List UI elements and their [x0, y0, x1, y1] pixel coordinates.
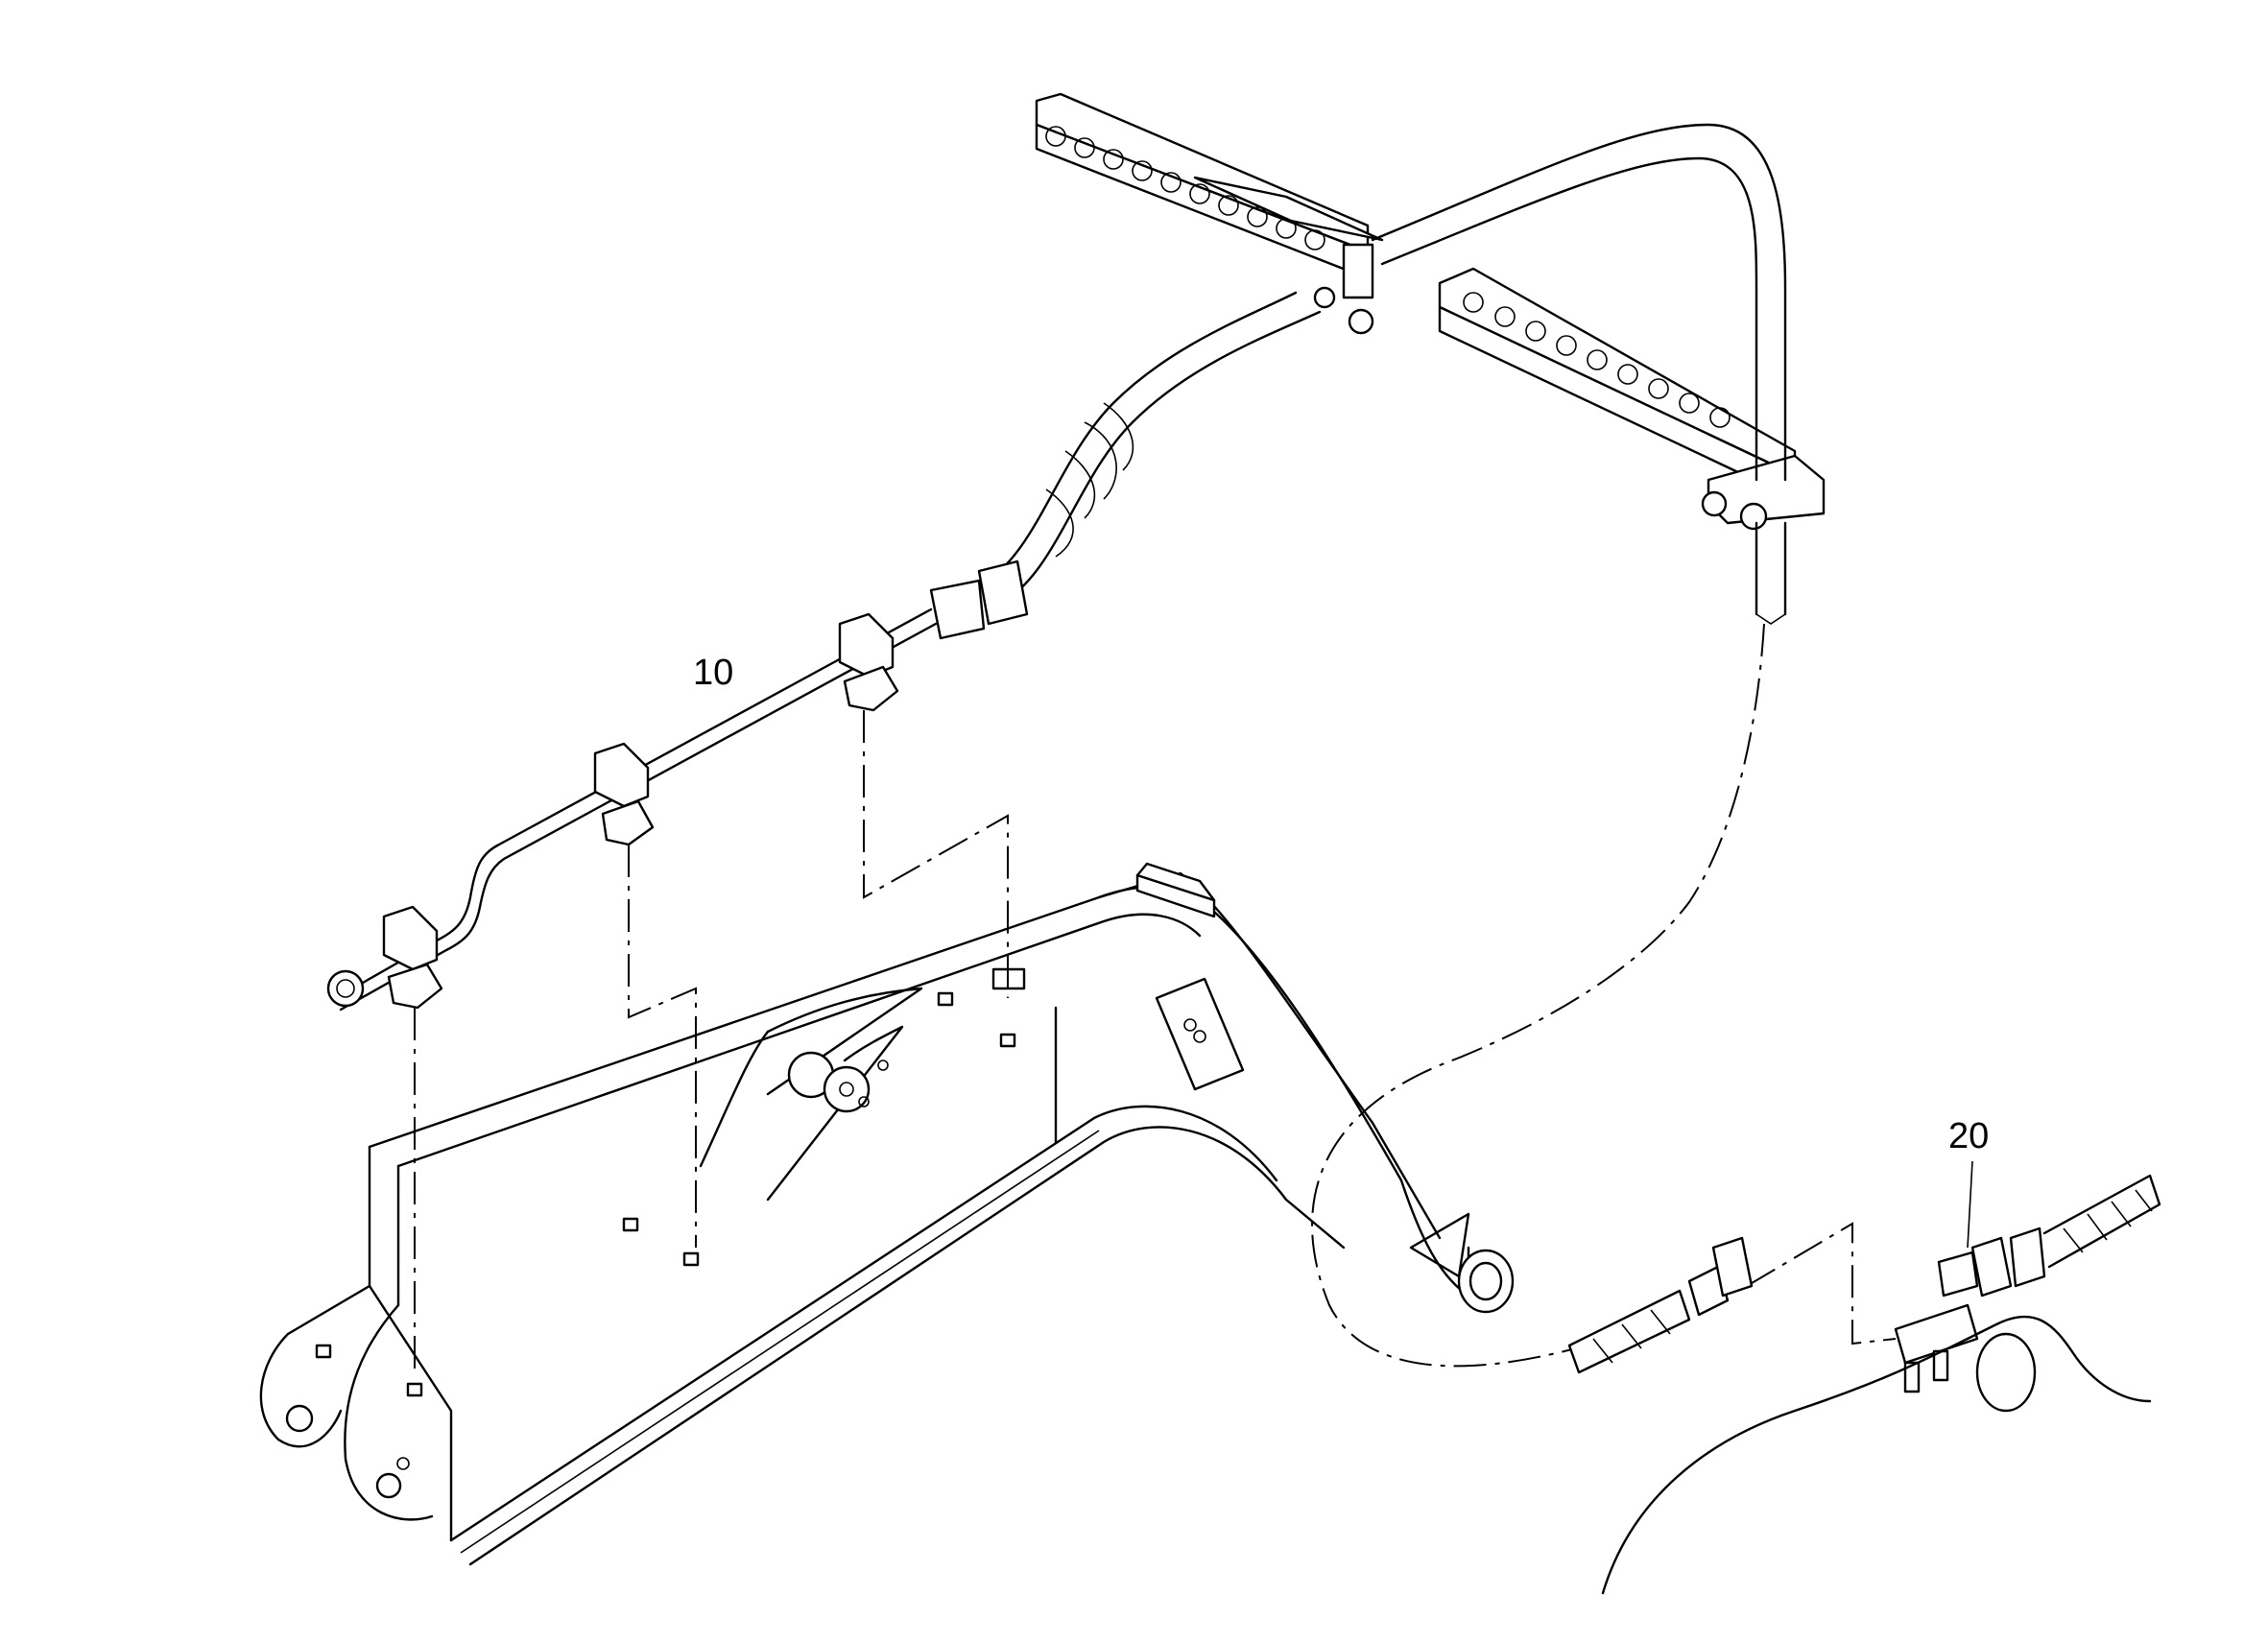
upper-clamp-bar — [1035, 92, 1384, 335]
excavator-boom — [259, 862, 1515, 1566]
callout-20: 20 — [1948, 1116, 1990, 1156]
installation-lines — [414, 623, 1897, 1372]
hose-end-fitting — [1567, 1174, 2161, 1595]
right-clamp-bar — [1438, 267, 1826, 531]
steel-pipe — [326, 607, 938, 1012]
callout-10: 10 — [693, 653, 734, 693]
main-hose — [929, 123, 1787, 640]
callout-20-leader — [1967, 1160, 1973, 1249]
